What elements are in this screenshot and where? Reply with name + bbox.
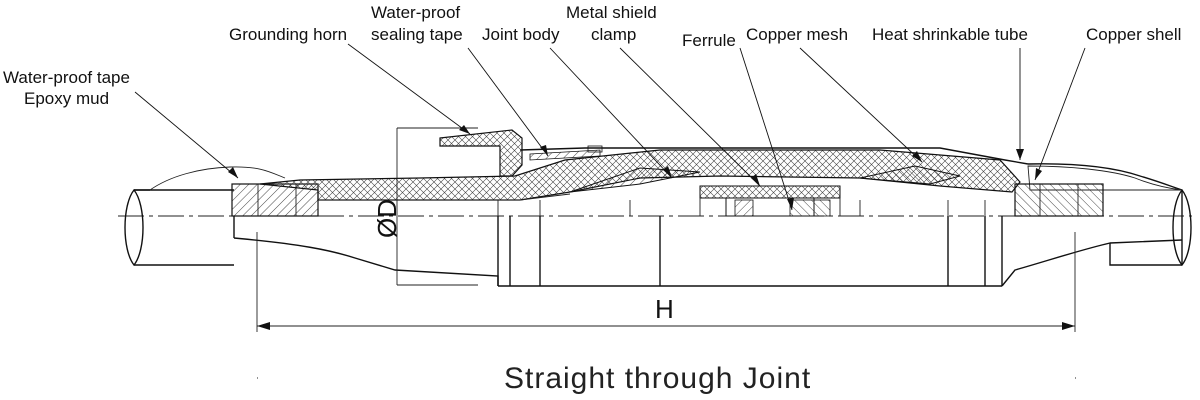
upper-section	[134, 129, 1183, 217]
label-heat-shrinkable-tube: Heat shrinkable tube	[872, 25, 1028, 44]
label-water-proof-tape: Water-proof tape	[3, 68, 130, 87]
label-metal-shield-line1: Metal shield	[566, 3, 657, 22]
label-epoxy-mud: Epoxy mud	[24, 89, 109, 108]
label-ferrule: Ferrule	[682, 31, 736, 50]
diameter-dimension-label: ØD	[372, 199, 402, 238]
diagram-title: Straight through Joint	[504, 362, 811, 395]
label-water-proof-line1: Water-proof	[371, 3, 460, 22]
label-water-proof-line2: sealing tape	[371, 25, 463, 44]
leader-arrows	[228, 125, 1042, 210]
label-joint-body: Joint body	[482, 25, 560, 44]
label-copper-shell: Copper shell	[1086, 25, 1181, 44]
length-dimension-label: H	[655, 294, 674, 324]
label-copper-mesh: Copper mesh	[746, 25, 848, 44]
label-grounding-horn: Grounding horn	[229, 25, 347, 44]
leader-lines	[134, 43, 1086, 211]
lower-profile	[124, 188, 1192, 287]
label-metal-shield-line2: clamp	[591, 25, 636, 44]
